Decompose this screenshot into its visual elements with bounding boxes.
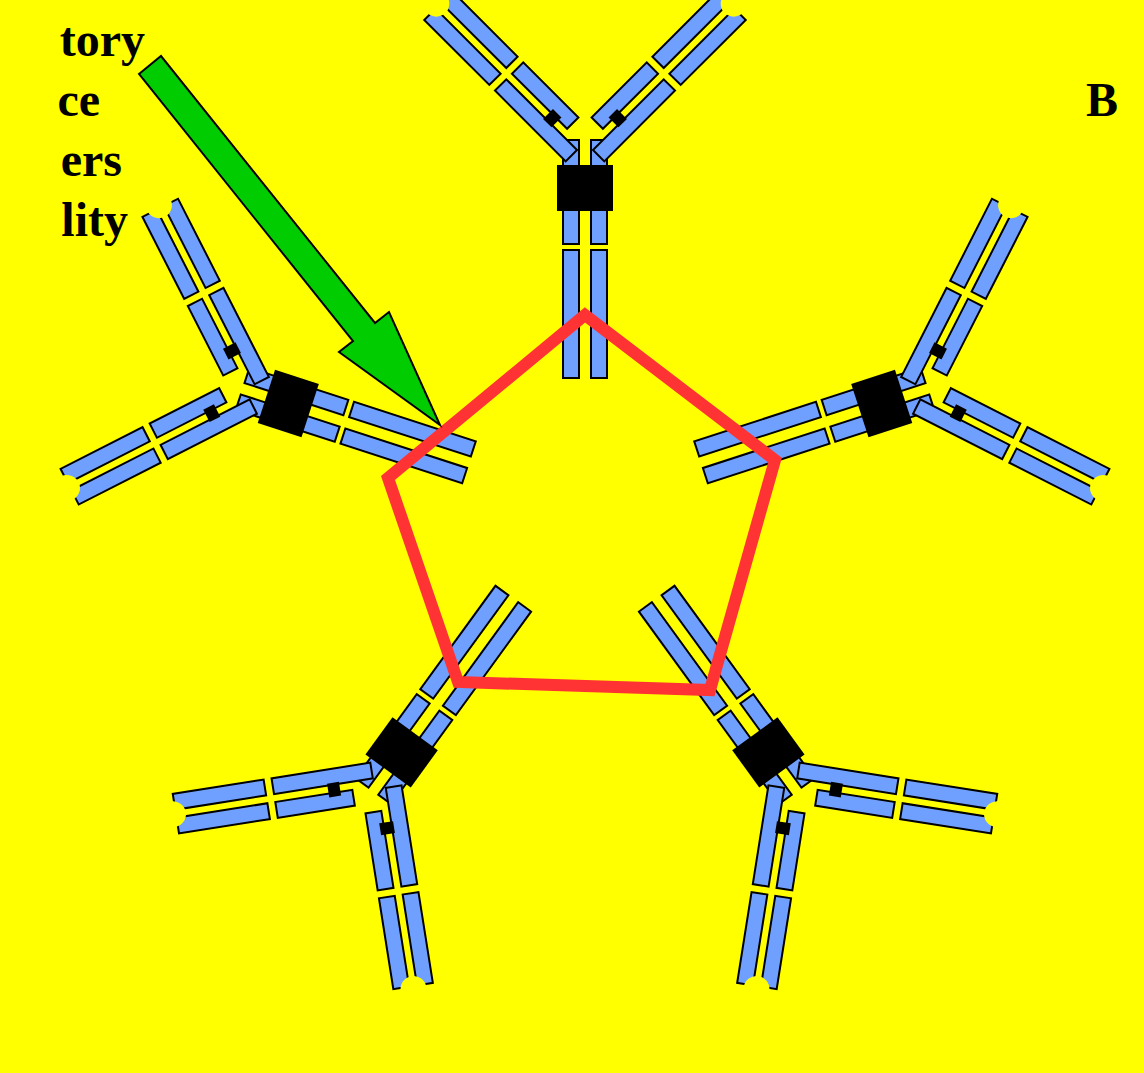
igm-monomer: [648, 176, 1133, 626]
igm-monomer: [140, 498, 652, 1022]
label-text: lity: [61, 192, 128, 248]
label-text: ce: [57, 72, 100, 128]
j-chain-pentagon: [388, 315, 775, 690]
label-text: tory: [60, 12, 145, 68]
label-text: B: [1086, 72, 1118, 128]
label-text: ers: [61, 132, 122, 188]
pointer-arrow: [139, 56, 440, 425]
igm-monomer: [518, 498, 1030, 1022]
